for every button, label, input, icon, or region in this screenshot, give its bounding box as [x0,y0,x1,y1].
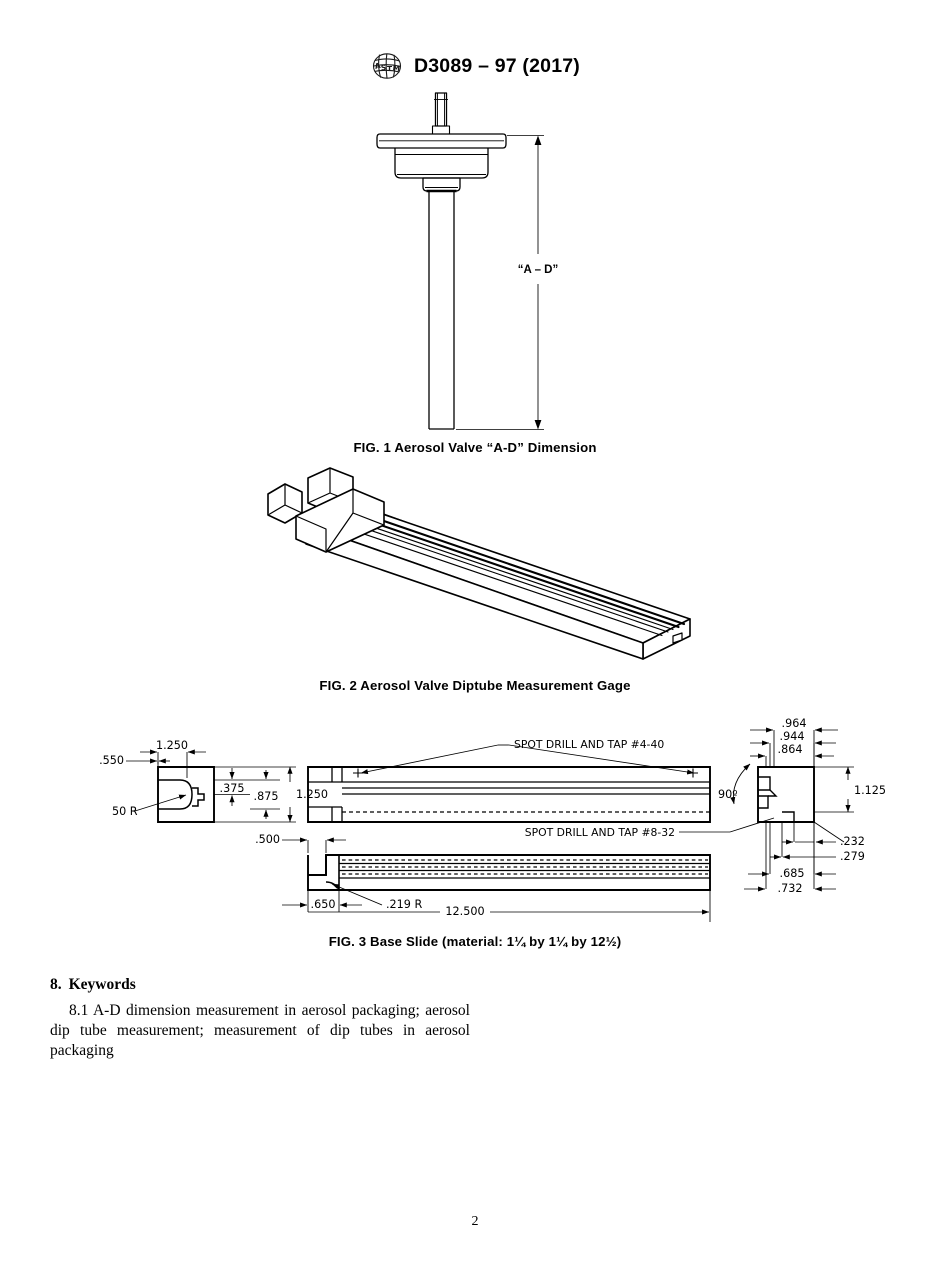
dim-944: .944 [780,730,805,743]
dim-219r: .219 R [386,898,422,911]
keywords-paragraph-text: A-D dimension measurement in aerosol pac… [50,1002,470,1060]
figure-1-caption: FIG. 1 Aerosol Valve “A-D” Dimension [353,440,597,455]
figure-3-drawing: 50 R 1.250 .550 . [99,712,945,927]
dim-650: .650 [311,898,336,911]
document-header: A S T M D3089 – 97 (2017) [0,52,950,80]
dim-12500: 12.500 [445,905,484,918]
dim-500: .500 [255,833,280,846]
dim-732: .732 [778,882,803,895]
dim-964: .964 [782,717,807,730]
dim-375: .375 [220,782,245,795]
dim-685: .685 [780,867,805,880]
dim-232: .232 [840,835,865,848]
dim-90-degrees: 90º [718,788,738,801]
dim-864: .864 [778,743,803,756]
dim-875: .875 [254,790,279,803]
keywords-heading-title: Keywords [68,976,136,993]
figure-2-caption: FIG. 2 Aerosol Valve Diptube Measurement… [319,678,631,693]
keywords-section: 8. Keywords 8.1 A-D dimension measurement… [50,976,470,1061]
figure-3-caption: FIG. 3 Base Slide (material: 1¼ by 1¼ by… [328,934,622,949]
dim-279: .279 [840,850,865,863]
note-spot-drill-tap-4-40: SPOT DRILL AND TAP #4-40 [514,738,664,751]
astm-logo-icon: A S T M [370,52,404,80]
keywords-heading: 8. Keywords [50,976,470,994]
figure-2-drawing [258,467,713,673]
keywords-paragraph: 8.1 A-D dimension measurement in aerosol… [50,1001,470,1061]
svg-text:T: T [387,64,392,73]
svg-text:M: M [392,63,400,73]
page-number: 2 [471,1214,479,1229]
dim-550: .550 [99,754,124,767]
svg-text:A: A [374,61,382,71]
keywords-paragraph-number: 8.1 [69,1002,89,1019]
dim-1250-top: 1.250 [156,739,188,752]
standard-designation: D3089 – 97 (2017) [413,54,581,77]
dim-1125: 1.125 [854,784,886,797]
figure-1-drawing: “A – D” [368,88,583,436]
svg-text:S: S [381,63,387,72]
figure-1-dimension-label: “A – D” [518,264,558,276]
keywords-heading-number: 8. [50,976,62,993]
dim-50r: 50 R [112,805,138,818]
dim-1250-vert: 1.250 [296,788,328,801]
note-spot-drill-tap-8-32: SPOT DRILL AND TAP #8-32 [525,826,675,839]
